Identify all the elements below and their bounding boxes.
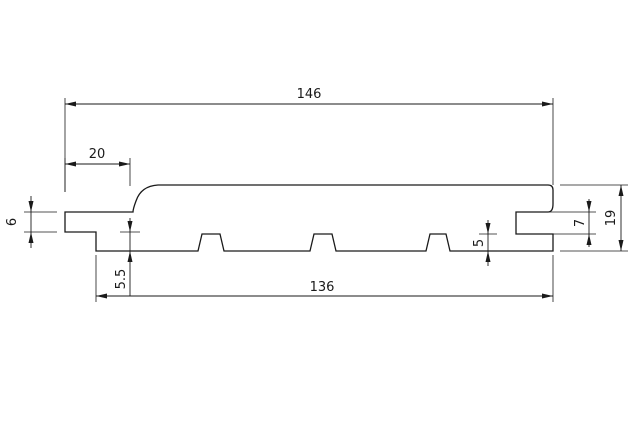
dimension-tongue-thickness: 6: [5, 196, 57, 248]
dimension-relief-slot-depth: 5: [472, 220, 497, 266]
board-profile-outline: [64, 184, 554, 252]
dim-label-cover-width: 136: [310, 280, 335, 295]
dim-label-groove-width: 7: [573, 219, 588, 227]
dim-label-board-thickness: 19: [604, 210, 619, 227]
dimension-overall-width: 146: [64, 87, 554, 192]
dim-label-tongue-thickness: 6: [5, 218, 20, 226]
dim-label-groove-depth: 5.5: [114, 269, 129, 290]
dim-label-relief-slot-depth: 5: [472, 239, 487, 247]
dimension-groove-width: 7: [522, 199, 596, 247]
dimension-tongue-offset: 20: [64, 147, 131, 192]
dim-label-overall-width: 146: [297, 87, 322, 102]
dimension-groove-depth: 5.5: [114, 218, 140, 296]
dimension-cover-width: 136: [95, 255, 554, 302]
dimension-board-thickness: 19: [560, 184, 628, 252]
dim-label-tongue-offset: 20: [89, 147, 106, 162]
